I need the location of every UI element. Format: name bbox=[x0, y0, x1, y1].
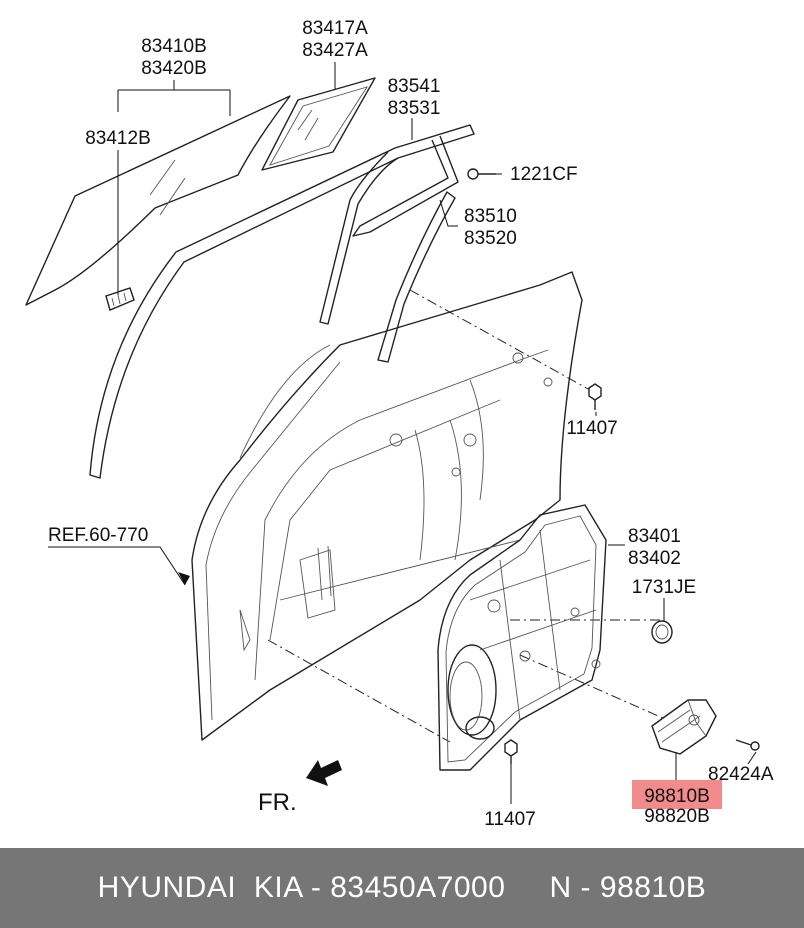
bolt-icon bbox=[588, 383, 602, 410]
label-rear-channel-1: 83510 bbox=[464, 206, 517, 227]
door-glass bbox=[25, 95, 291, 306]
label-front: FR. bbox=[258, 789, 297, 816]
front-arrow-icon bbox=[306, 760, 342, 786]
label-module-1: 83401 bbox=[628, 526, 681, 547]
motor-icon bbox=[651, 699, 717, 755]
label-glass-1: 83410B bbox=[141, 36, 207, 57]
label-quarter-glass-1: 83417A bbox=[302, 18, 368, 39]
label-motor-1: 98810B bbox=[644, 786, 710, 807]
label-ref: REF.60-770 bbox=[48, 525, 148, 546]
bolt-icon bbox=[504, 739, 518, 764]
label-bolt-motor: 82424A bbox=[708, 764, 774, 785]
run-channel bbox=[89, 124, 475, 479]
rear-channel bbox=[377, 191, 456, 363]
label-seal: 1731JE bbox=[632, 577, 696, 598]
quarter-glass bbox=[261, 77, 376, 171]
parts-diagram: 83410B 83420B 83417A 83427A 83541 83531 … bbox=[25, 18, 774, 830]
ref-arrowhead-icon bbox=[178, 572, 190, 585]
label-bolt-top: 11407 bbox=[566, 418, 617, 439]
label-glass-2: 83420B bbox=[141, 58, 207, 79]
highlight-box bbox=[632, 780, 722, 809]
glass-holder bbox=[105, 287, 135, 311]
footer-bar: HYUNDAI KIA - 83450A7000 N - 98810B bbox=[0, 848, 804, 928]
label-quarter-glass-2: 83427A bbox=[302, 40, 368, 61]
regulator-module bbox=[437, 504, 607, 771]
label-screw: 1221CF bbox=[510, 164, 578, 185]
label-motor-2: 98820B bbox=[644, 806, 710, 827]
label-leaders bbox=[48, 62, 757, 804]
dash-leaders bbox=[267, 289, 691, 743]
label-module-2: 83402 bbox=[628, 548, 681, 569]
label-holder: 83412B bbox=[85, 128, 151, 149]
label-channel-1: 83541 bbox=[388, 76, 441, 97]
seal-ring-icon bbox=[651, 620, 673, 644]
label-bolt-bottom: 11407 bbox=[484, 809, 535, 830]
door-panel bbox=[191, 271, 583, 741]
footer-text: HYUNDAI KIA - 83450A7000 N - 98810B bbox=[97, 871, 707, 904]
label-channel-2: 83531 bbox=[388, 98, 441, 119]
bolt-icon bbox=[735, 739, 760, 751]
label-rear-channel-2: 83520 bbox=[464, 228, 517, 249]
screw-icon bbox=[467, 168, 496, 180]
